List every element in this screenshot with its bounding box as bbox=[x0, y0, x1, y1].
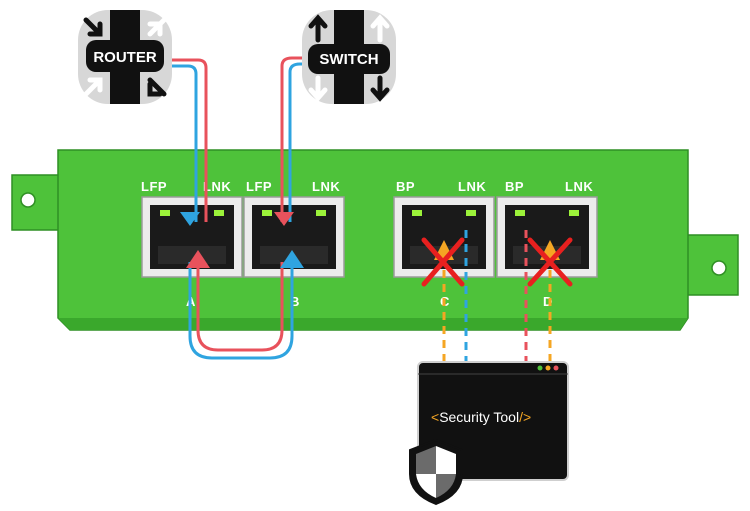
tool-name: Security Tool bbox=[439, 409, 519, 425]
port-b-led-right bbox=[316, 210, 326, 216]
port-a-led-right bbox=[214, 210, 224, 216]
port-a-left-label: LFP bbox=[141, 179, 167, 194]
mount-hole-right bbox=[711, 260, 727, 276]
port-c-led-left bbox=[412, 210, 422, 216]
port-b-arrows bbox=[274, 212, 304, 268]
port-d-led-right bbox=[569, 210, 579, 216]
port-c-left-label: BP bbox=[396, 179, 415, 194]
port-a-right-label: LNK bbox=[203, 179, 231, 194]
port-d-led-left bbox=[515, 210, 525, 216]
window-dot-green bbox=[537, 365, 543, 371]
router-label: ROUTER bbox=[93, 49, 157, 66]
switch-blue-cable bbox=[288, 62, 310, 222]
port-d-letter: D bbox=[543, 294, 552, 309]
tool-open-bracket: < bbox=[431, 409, 439, 425]
router-blue-cable bbox=[172, 64, 198, 222]
port-c-led-right bbox=[466, 210, 476, 216]
security-tool-label: <Security Tool/> bbox=[431, 409, 531, 425]
port-a-arrows bbox=[180, 212, 210, 268]
port-labels: LFP LNK LFP LNK BP LNK BP LNK bbox=[141, 179, 593, 194]
router-icon: ROUTER bbox=[78, 10, 172, 104]
monitor-lines bbox=[442, 230, 552, 372]
switch-red-cable bbox=[280, 56, 310, 222]
port-b-right-label: LNK bbox=[312, 179, 340, 194]
link-cables bbox=[172, 56, 310, 360]
port-c-fault bbox=[421, 237, 465, 287]
port-a-led-left bbox=[160, 210, 170, 216]
port-a[interactable] bbox=[141, 196, 243, 278]
port-d[interactable] bbox=[496, 196, 598, 278]
cross-icon bbox=[527, 237, 573, 287]
port-d-right-label: LNK bbox=[565, 179, 593, 194]
router-red-cable bbox=[172, 58, 208, 222]
loop-blue-cable bbox=[188, 262, 294, 360]
port-d-left-label: BP bbox=[505, 179, 524, 194]
tool-close-bracket: /> bbox=[519, 409, 531, 425]
cross-icon bbox=[421, 237, 465, 287]
port-c-right-label: LNK bbox=[458, 179, 486, 194]
switch-label: SWITCH bbox=[319, 51, 378, 68]
shield-icon bbox=[409, 438, 463, 506]
window-dot-red bbox=[553, 365, 559, 371]
mount-hole-left bbox=[20, 192, 36, 208]
loop-red-cable bbox=[196, 262, 284, 352]
port-b-led-left bbox=[262, 210, 272, 216]
port-b-letter: B bbox=[290, 294, 299, 309]
port-b-left-label: LFP bbox=[246, 179, 272, 194]
port-d-fault bbox=[527, 237, 573, 287]
window-dot-orange bbox=[545, 365, 551, 371]
switch-icon: SWITCH bbox=[302, 10, 396, 104]
tap-board bbox=[11, 149, 739, 331]
